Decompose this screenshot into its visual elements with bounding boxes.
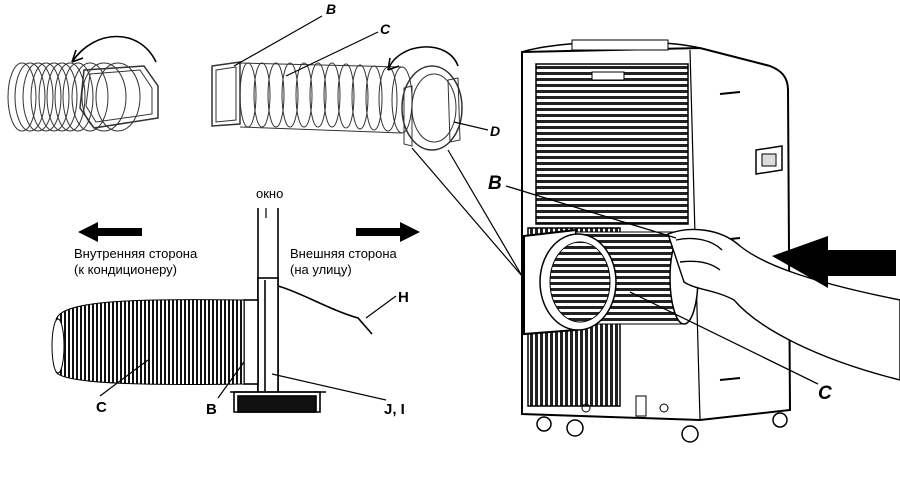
- label-c-unit: C: [818, 383, 832, 404]
- leader-lines-section: [99, 208, 397, 401]
- label-c-cross: C: [96, 399, 107, 416]
- arrow-left-icon: [78, 222, 142, 242]
- hand-illustration: [667, 228, 900, 381]
- arrow-right-icon: [356, 222, 420, 242]
- hose-cross-section: [51, 299, 245, 385]
- inside-side-line2: (к кондиционеру): [74, 262, 177, 277]
- label-b-unit: B: [488, 173, 502, 194]
- window-cross-section: [230, 208, 373, 413]
- rotate-arrow-icon: [71, 35, 157, 63]
- outside-side-line1: Внешняя сторона: [290, 246, 397, 261]
- label-b-top: B: [326, 1, 337, 17]
- label-d-top: D: [490, 123, 501, 139]
- hose-extended-illustration: [211, 61, 463, 151]
- hose-compressed-illustration: [7, 62, 159, 132]
- unit-hose: [523, 228, 699, 336]
- outside-side-line2: (на улицу): [290, 262, 352, 277]
- leader-lines-unit: [505, 185, 819, 385]
- label-j-i: J, I: [384, 401, 405, 418]
- leader-lines-top: [233, 15, 523, 277]
- rotate-arrow-icon: [387, 46, 459, 71]
- window-label: окно: [256, 186, 284, 201]
- label-h: H: [398, 289, 409, 306]
- big-arrow-left-icon: [772, 236, 896, 288]
- label-b-cross: B: [206, 401, 217, 418]
- label-c-top: C: [380, 21, 391, 37]
- inside-side-line1: Внутренняя сторона: [74, 246, 198, 261]
